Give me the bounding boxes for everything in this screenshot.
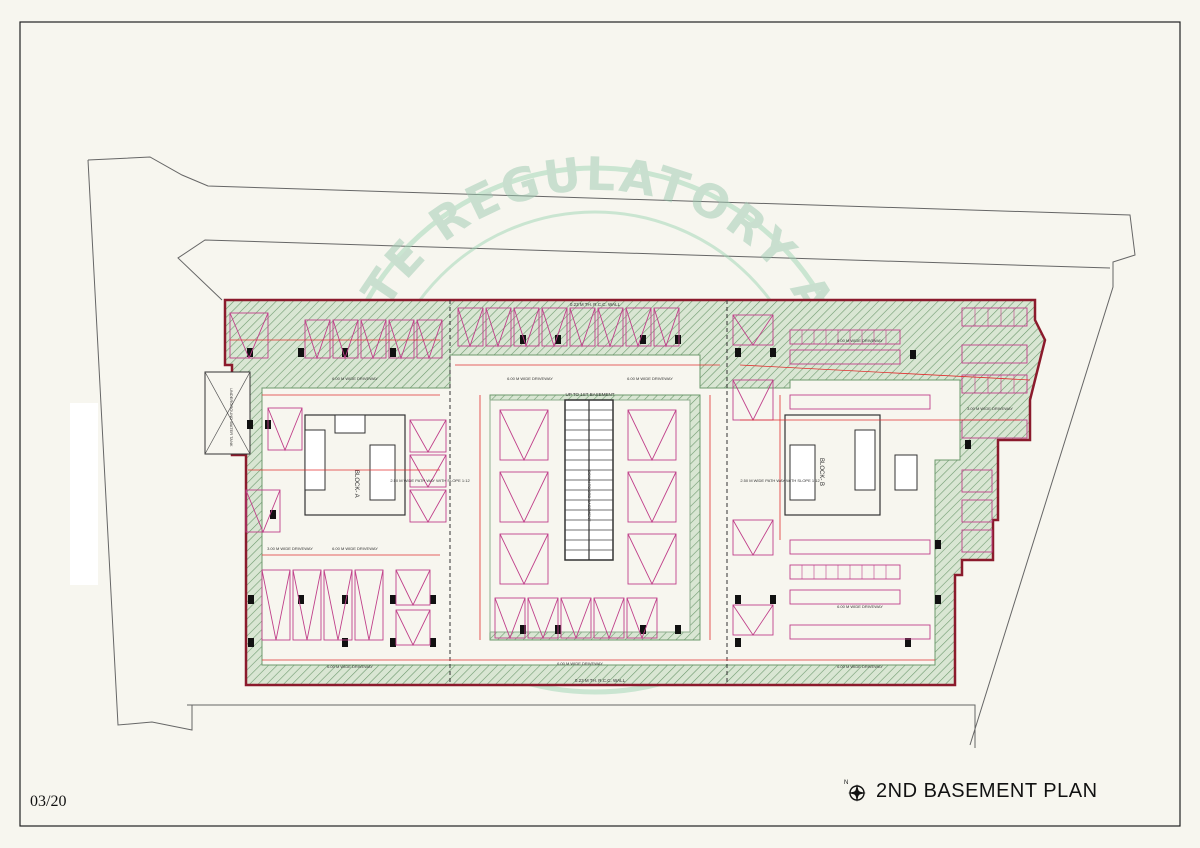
north-label: N xyxy=(844,780,848,786)
label-driveway-top-right: 6.00 M WIDE DRIVEWAY xyxy=(627,376,673,381)
label-ramp-down: DOWN TO 3RD BASEMENT xyxy=(587,470,592,522)
label-driveway-right-bottom: 6.00 M WIDE DRIVEWAY xyxy=(837,604,883,609)
title-block: N 2ND BASEMENT PLAN xyxy=(842,778,1098,804)
blank-strip xyxy=(70,403,98,585)
label-ug-tank: UNDERGROUND WATER TANK xyxy=(229,388,234,447)
plan-labels: 0.23 M TH. R.C.C. WALL 0.23 M TH. R.C.C.… xyxy=(229,302,1013,683)
label-driveway-far-right: 3.00 M WIDE DRIVEWAY xyxy=(967,406,1013,411)
label-wall-top: 0.23 M TH. R.C.C. WALL xyxy=(570,302,621,307)
parking-bays xyxy=(229,307,1028,647)
label-block-b: BLOCK- B xyxy=(818,458,824,486)
north-arrow-icon: N xyxy=(844,780,866,802)
label-driveway-alt: 3.00 M WIDE DRIVEWAY xyxy=(267,546,313,551)
dimension-lines xyxy=(230,339,1031,661)
block-a-core xyxy=(304,414,406,516)
label-driveway-top-left: 6.00 M WIDE DRIVEWAY xyxy=(507,376,553,381)
sheet-frame xyxy=(19,21,1181,827)
block-b-core xyxy=(784,414,918,516)
site-boundary xyxy=(87,156,1136,748)
ramp xyxy=(564,399,614,561)
label-path-b: 2.50 M WIDE PATH WAY WITH SLOPE 1:12 xyxy=(740,478,820,483)
label-driveway-bottom-mid: 6.00 M WIDE DRIVEWAY xyxy=(557,661,603,666)
label-driveway-left: 6.00 M WIDE DRIVEWAY xyxy=(332,376,378,381)
label-wall-bottom: 0.23 M TH. R.C.C. WALL xyxy=(575,678,626,683)
label-driveway-right-top: 6.00 M WIDE DRIVEWAY xyxy=(837,338,883,343)
label-driveway-left-mid: 6.00 M WIDE DRIVEWAY xyxy=(332,546,378,551)
ug-tank xyxy=(204,371,251,455)
label-path-a: 2.50 M WIDE PATH WAY WITH SLOPE 1:12 xyxy=(390,478,470,483)
label-ramp-up: UP TO 1ST BASEMENT xyxy=(566,392,615,397)
plan-title: 2ND BASEMENT PLAN xyxy=(876,779,1098,802)
label-block-a: BLOCK- A xyxy=(353,470,359,498)
page-number: 03/20 xyxy=(30,793,67,810)
label-driveway-bottom-right: 6.00 M WIDE DRIVEWAY xyxy=(837,664,883,669)
label-driveway-bottom-left: 6.00 M WIDE DRIVEWAY xyxy=(327,664,373,669)
